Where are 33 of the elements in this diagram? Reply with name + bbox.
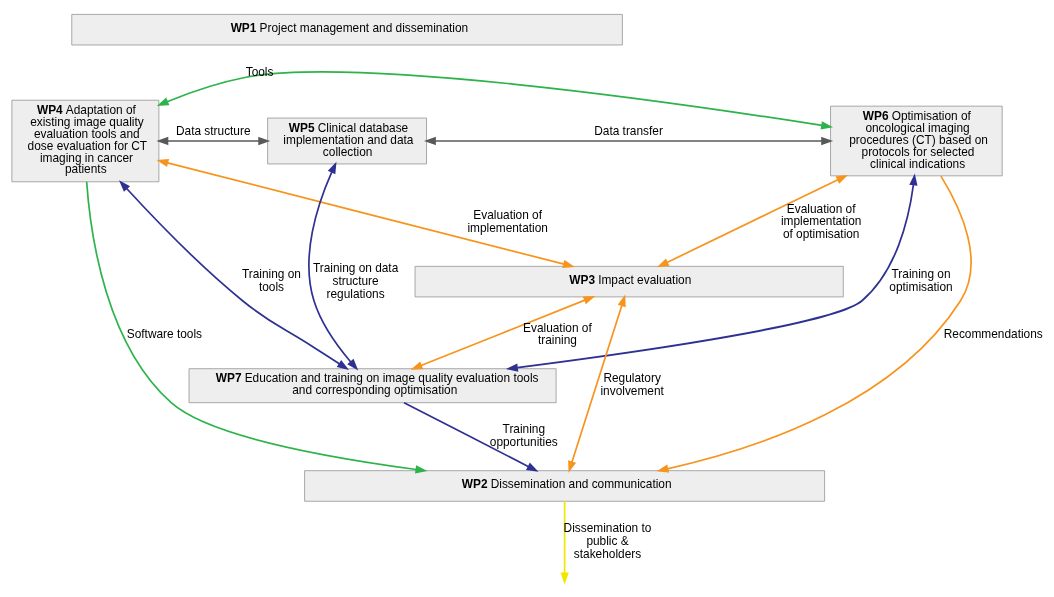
arrow <box>423 136 834 146</box>
arrow <box>156 136 271 146</box>
arrow <box>560 500 569 585</box>
arrow <box>657 174 849 268</box>
node-box: WP1 Project management and dissemination <box>71 13 623 46</box>
edge-label: Evaluation of implementation <box>467 207 548 235</box>
edge-label: Training on tools <box>241 267 301 295</box>
node-box: WP3 Impact evaluation <box>414 265 844 298</box>
arrow <box>506 173 918 372</box>
arrow <box>568 294 626 473</box>
node-box: WP4 Adaptation of existing image quality evaluation tools and dose evaluation for CT imaging in cancer patients <box>11 99 160 183</box>
arrow <box>119 180 349 370</box>
arrow <box>85 180 428 474</box>
arrow <box>156 71 833 130</box>
edge-label: Training on optimisation <box>889 267 953 295</box>
edge-label: Training opportunities <box>489 422 558 450</box>
arrow <box>656 175 972 473</box>
edge-label: Evaluation of implementation of optimisation <box>780 201 862 242</box>
node-box: WP5 Clinical database implementation and data collection <box>267 117 427 165</box>
node-box: WP2 Dissemination and communication <box>304 470 826 502</box>
node-box: WP7 Education and training on image quality evaluation tools and corresponding optimisation <box>188 368 557 404</box>
edge-label: Software tools <box>126 326 203 341</box>
edge-label: Training on data structure regulations <box>312 261 399 301</box>
edge-label: Data transfer <box>594 124 663 139</box>
arrow <box>410 295 596 370</box>
edge-label: Recommendations <box>943 326 1043 341</box>
node-box: WP6 Optimisation of oncological imaging procedures (CT) based on protocols for selected clinical indications <box>830 105 1003 177</box>
arrow <box>403 401 539 472</box>
arrow <box>156 158 575 268</box>
edge-label: Evaluation of training <box>523 320 592 348</box>
edge-label: Data structure <box>175 124 251 139</box>
arrow <box>308 161 359 371</box>
edge-label: Regulatory involvement <box>600 371 664 399</box>
